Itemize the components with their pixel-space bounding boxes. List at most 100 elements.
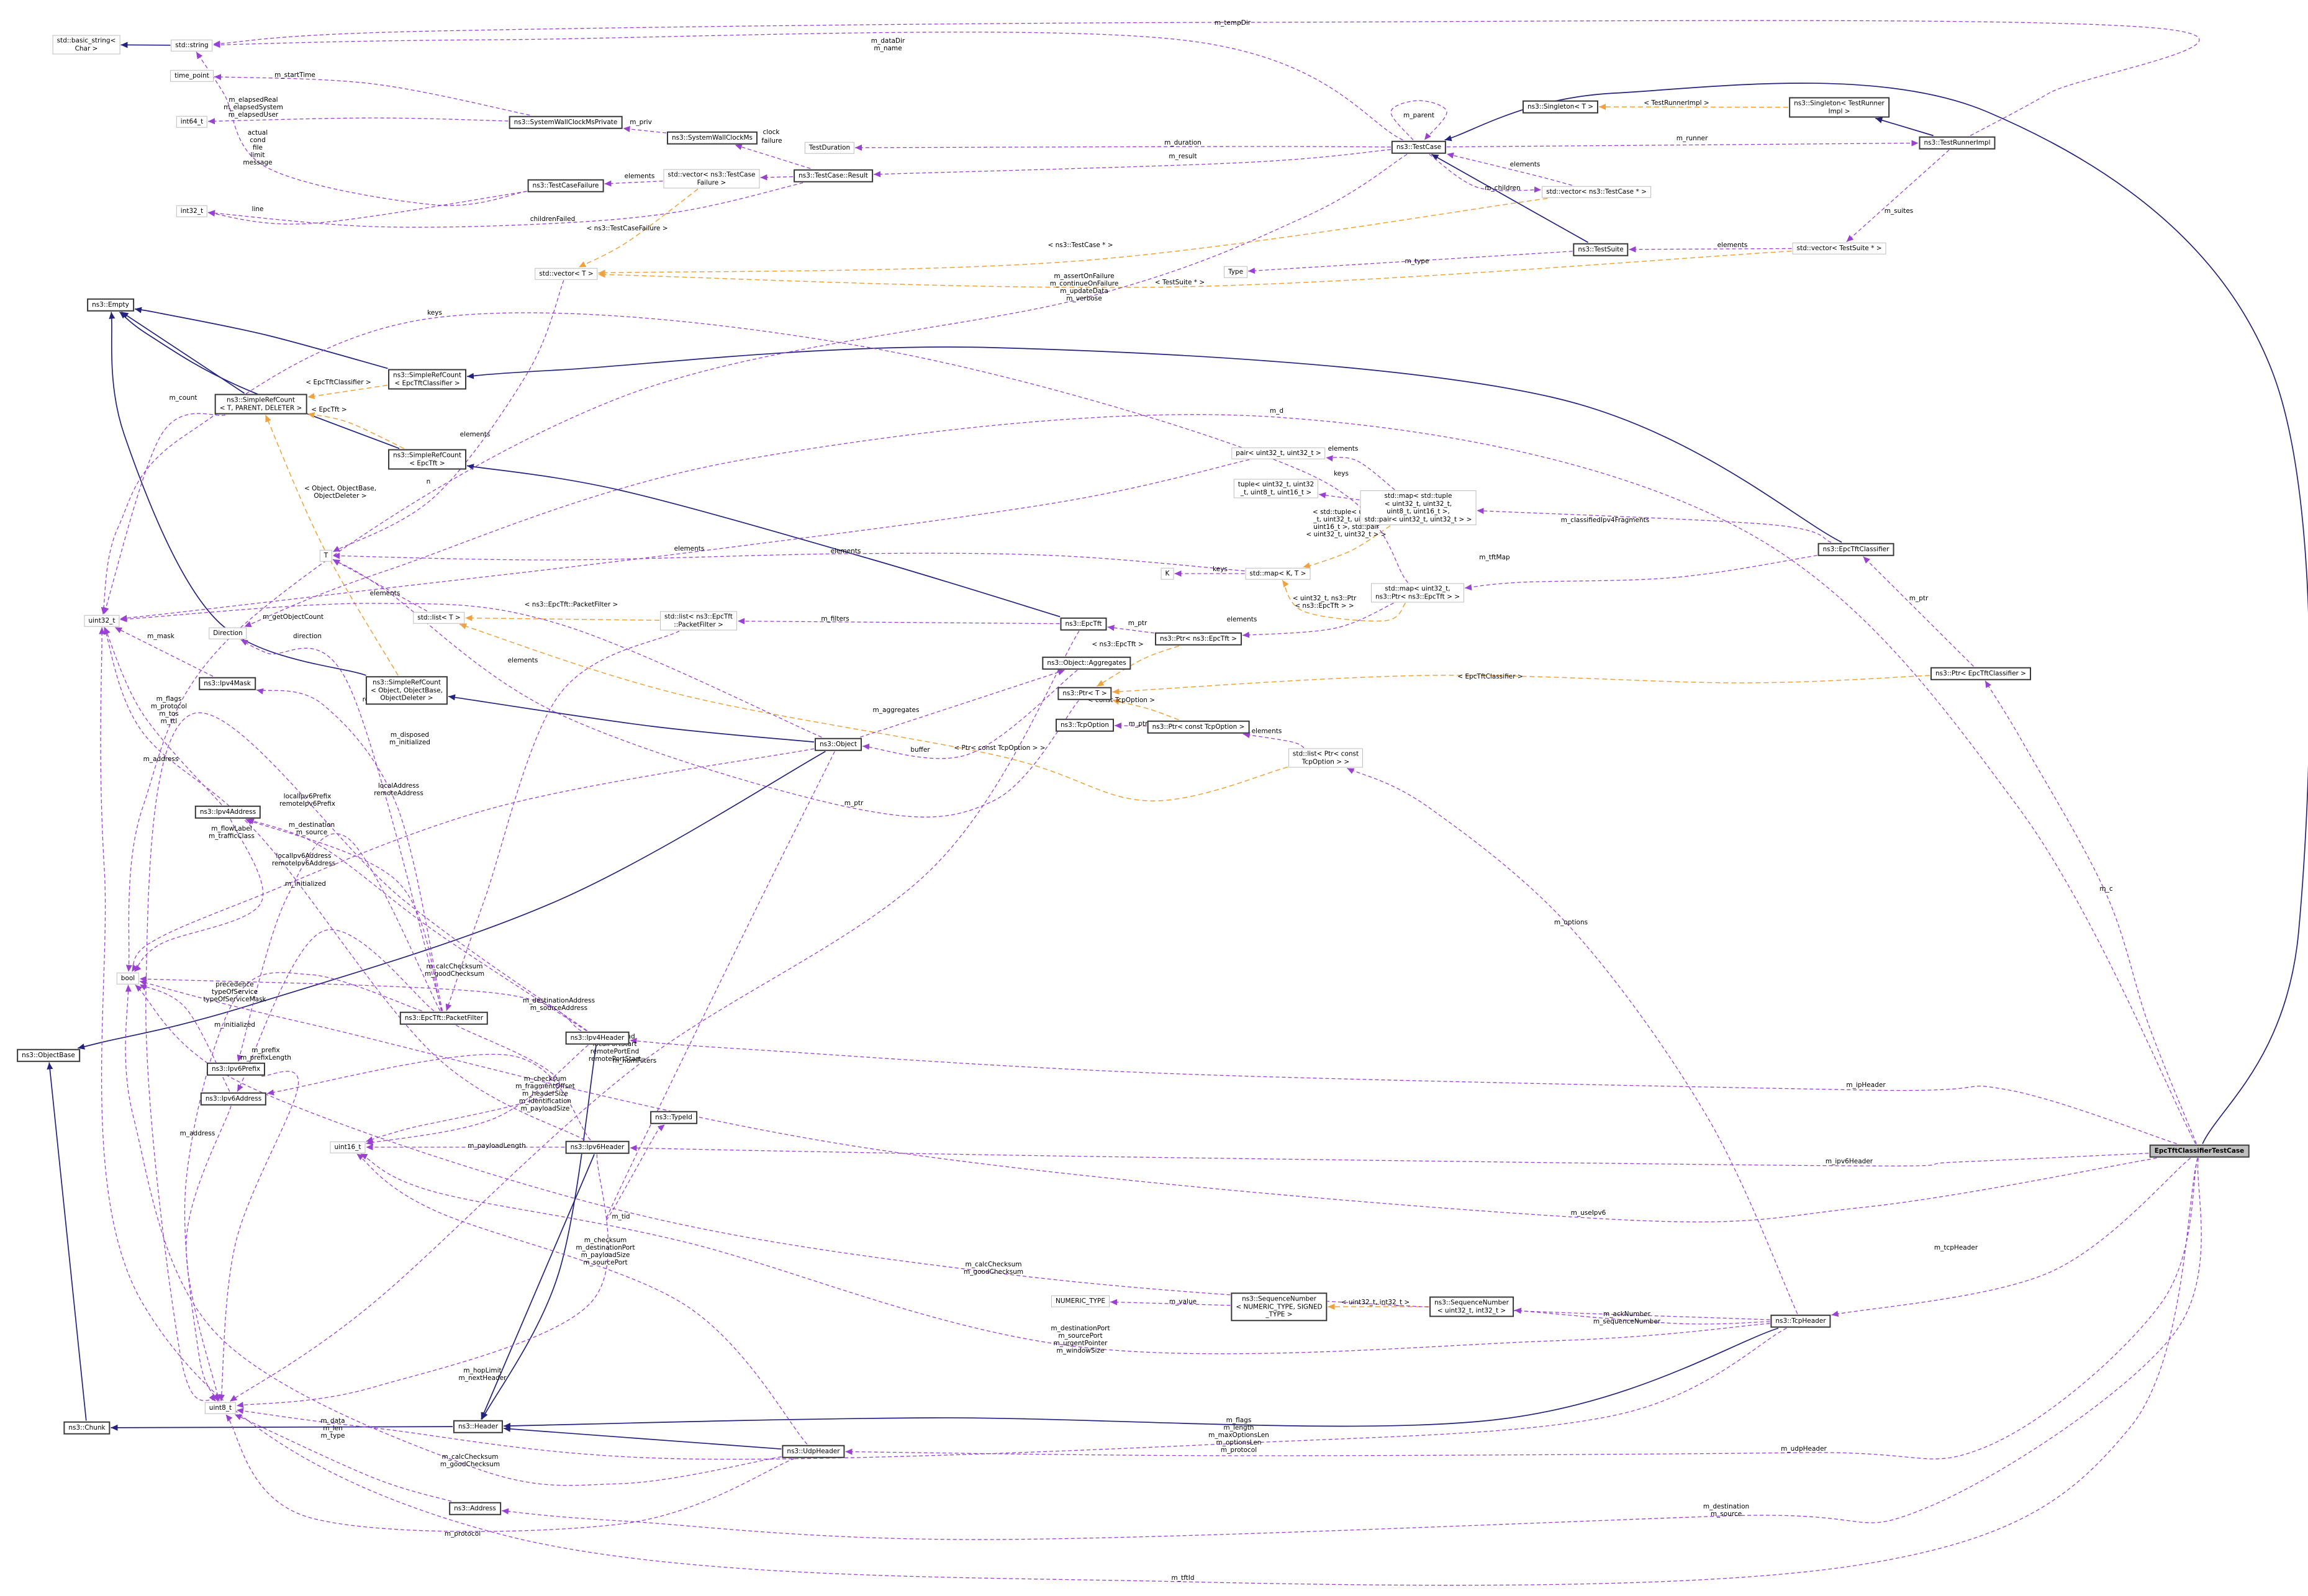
edge-packetFilter-direction [240,639,443,1011]
edge-packetFilter-ipv6prefix [237,833,441,1062]
edge-ptrConstTcp-ptrT [1112,698,1179,721]
edge-pairU32-uint32 [120,459,1250,621]
edge-target-testCase [1444,83,2308,1144]
node-target[interactable]: EpcTftClassifierTestCase [2149,1144,2250,1158]
node-srcCls[interactable]: ns3::SimpleRefCount < EpcTftClassifier > [388,369,466,390]
node-pairU32[interactable]: pair< uint32_t, uint32_t > [1231,447,1326,459]
edge-epcTft-uint8 [229,631,1080,1402]
node-address[interactable]: ns3::Address [449,1502,501,1515]
node-tcFailure[interactable]: ns3::TestCaseFailure [527,179,604,192]
node-singletonT[interactable]: ns3::Singleton< T > [1522,100,1599,114]
edge-target-ipv6header [630,1145,2149,1166]
node-tcpHeader[interactable]: ns3::TcpHeader [1770,1314,1831,1328]
node-ipv6header[interactable]: ns3::Ipv6Header [565,1140,630,1154]
edge-srcTpd-empty [120,311,245,394]
node-stdString[interactable]: std::string [171,39,213,52]
node-ipv4mask[interactable]: ns3::Ipv4Mask [199,677,256,690]
edge-testRunner-singletonTR [1875,117,1934,137]
edge-tcFailure-int32 [207,191,527,225]
node-ptrT[interactable]: ns3::Ptr< T > [1057,687,1112,700]
node-typeBox[interactable]: Type [1223,266,1248,278]
edge-tcpHeader-uint8 [236,1327,1787,1460]
edge-object-aggregates [859,669,1066,738]
edge-tcpHeader-bool [135,985,1770,1320]
edge-ipv4header-bool [139,976,582,1032]
node-basicString[interactable]: std::basic_string< Char > [52,35,120,55]
node-ptrClassifier[interactable]: ns3::Ptr< EpcTftClassifier > [1930,667,2031,680]
edge-testCase-testRunner [1446,140,1919,148]
node-srcObj[interactable]: ns3::SimpleRefCount < Object, ObjectBase… [365,676,448,705]
node-epcClassifier[interactable]: ns3::EpcTftClassifier [1817,543,1894,556]
node-srcTpd[interactable]: ns3::SimpleRefCount < T, PARENT, DELETER… [214,394,307,415]
edge-ptrEpcTft-epcTft [1107,624,1155,634]
node-mapU32Tft[interactable]: std::map< uint32_t, ns3::Ptr< ns3::EpcTf… [1370,583,1465,603]
node-ipv4address[interactable]: ns3::Ipv4Address [194,805,261,819]
node-ptrEpcTft[interactable]: ns3::Ptr< ns3::EpcTft > [1155,632,1242,646]
edge-ptrT-T [332,559,1079,818]
node-int64[interactable]: int64_t [176,115,208,128]
node-mapTuple[interactable]: std::map< std::tuple < uint32_t, uint32_… [1360,490,1477,525]
node-ipv6address[interactable]: ns3::Ipv6Address [200,1092,267,1106]
edge-mapTuple-pairU32 [1326,455,1395,490]
node-testSuite[interactable]: ns3::TestSuite [1573,243,1629,256]
node-object[interactable]: ns3::Object [814,737,862,751]
edge-ipv4mask-uint32 [114,626,214,677]
node-wcmPrivate[interactable]: ns3::SystemWallClockMsPrivate [509,115,623,129]
node-header[interactable]: ns3::Header [453,1420,504,1433]
node-bool[interactable]: bool [116,972,140,985]
node-listPtrTcp[interactable]: std::list< Ptr< const TcpOption > > [1288,748,1364,768]
edge-tcResult-vecFailure [760,174,794,181]
node-seqNumG[interactable]: ns3::SequenceNumber < NUMERIC_TYPE, SIGN… [1231,1292,1328,1321]
node-testCase[interactable]: ns3::TestCase [1391,140,1447,154]
node-typeId[interactable]: ns3::TypeId [650,1111,697,1124]
node-wallClock[interactable]: ns3::SystemWallClockMs [666,131,758,145]
node-udpHeader[interactable]: ns3::UdpHeader [782,1445,845,1458]
edge-target-udpHeader [845,1158,2198,1459]
node-epcTft[interactable]: ns3::EpcTft [1060,617,1107,631]
edge-target-ipv4header [630,1037,2177,1145]
edge-object-bool [131,748,815,972]
node-vecTsPtr[interactable]: std::vector< TestSuite * > [1792,242,1886,255]
node-ptrConstTcp[interactable]: ns3::Ptr< const TcpOption > [1147,720,1250,734]
node-chunk[interactable]: ns3::Chunk [63,1421,111,1435]
node-vecFailure[interactable]: std::vector< ns3::TestCase Failure > [663,169,760,189]
node-listT[interactable]: std::list< T > [413,611,465,624]
node-timePoint[interactable]: time_point [170,70,214,82]
edge-packetFilter-ipv4mask [256,688,443,1011]
node-vecTcPtr[interactable]: std::vector< ns3::TestCase * > [1542,186,1651,198]
edge-object-objectBase [77,751,826,1050]
node-singletonTR[interactable]: ns3::Singleton< TestRunner Impl > [1789,97,1889,118]
node-uint32[interactable]: uint32_t [84,615,120,627]
node-seqNum32[interactable]: ns3::SequenceNumber < uint32_t, int32_t … [1429,1296,1514,1317]
node-empty[interactable]: ns3::Empty [87,298,134,312]
node-numericType[interactable]: NUMERIC_TYPE [1051,1295,1110,1307]
node-tcResult[interactable]: ns3::TestCase::Result [794,169,873,183]
node-uint8[interactable]: uint8_t [204,1402,237,1414]
node-srcTft[interactable]: ns3::SimpleRefCount < EpcTft > [388,449,466,470]
node-mapKT[interactable]: std::map< K, T > [1245,567,1311,580]
node-ipv6prefix[interactable]: ns3::Ipv6Prefix [206,1062,266,1076]
edge-tcResult-wallClock [735,144,811,169]
node-objectBase[interactable]: ns3::ObjectBase [17,1048,80,1062]
node-direction[interactable]: Direction [209,627,247,639]
node-uint16[interactable]: uint16_t [330,1141,366,1153]
edge-testCase-stdString [213,32,1403,141]
node-testRunner[interactable]: ns3::TestRunnerImpl [1919,136,1996,150]
edge-testCase-tcResult [873,149,1392,178]
node-vecT[interactable]: std::vector< T > [535,268,598,280]
node-ipv4header[interactable]: ns3::Ipv4Header [565,1031,630,1045]
edge-epcClassifier-mapU32Tft [1464,555,1817,591]
node-packetFilter[interactable]: ns3::EpcTft::PacketFilter [399,1011,489,1025]
node-listPf[interactable]: std::list< ns3::EpcTft ::PacketFilter > [660,611,737,631]
edge-listPf-listT [465,615,660,621]
node-K[interactable]: K [1161,567,1174,580]
node-T[interactable]: T [319,549,333,562]
node-aggregates[interactable]: ns3::Object::Aggregates [1042,656,1131,670]
node-tuple4[interactable]: tuple< uint32_t, uint32 _t, uint8_t, uin… [1233,479,1319,498]
node-testDuration[interactable]: TestDuration [804,142,855,154]
node-tcpOption[interactable]: ns3::TcpOption [1056,718,1114,732]
edge-listPtrTcp-ptrConstTcp [1242,732,1305,749]
node-int32[interactable]: int32_t [176,205,208,217]
